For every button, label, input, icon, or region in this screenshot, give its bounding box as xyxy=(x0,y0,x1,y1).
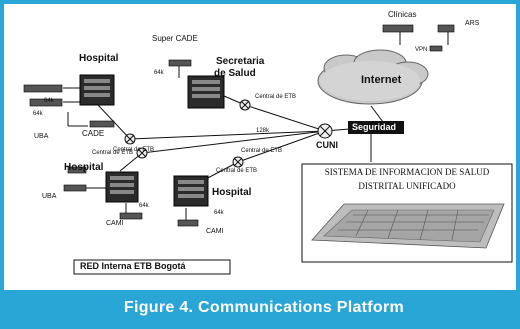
link-central4-hospital xyxy=(203,161,239,181)
node-internet-label: Internet xyxy=(361,74,402,86)
node-hospital-right-label: Hospital xyxy=(212,187,252,198)
router-icons xyxy=(23,24,455,227)
router-ars-icon xyxy=(437,24,455,33)
central-5-label: Central de ETB xyxy=(216,168,258,174)
system-box-title-line1: SISTEMA DE INFORMACION DE SALUD xyxy=(324,167,490,177)
router-hospital-left-icon xyxy=(67,166,87,174)
diagram-canvas: Hospital CADE 64k UBA Super CADE 64k Sec… xyxy=(8,8,520,298)
node-hospital-top-label: Hospital xyxy=(79,53,119,64)
central-3-label: Central de ETB xyxy=(92,150,134,156)
router-cade-icon xyxy=(89,120,115,128)
router-cade-top-icon xyxy=(23,84,63,93)
network-diagram xyxy=(23,24,513,275)
router-cami-left-icon xyxy=(119,212,143,220)
node-de-salud-label: de Salud xyxy=(214,68,256,79)
central-1-label: Central de ETB xyxy=(113,147,155,153)
platform-image-icon xyxy=(311,203,505,249)
caption-bar: Figure 4. Communications Platform xyxy=(4,290,520,325)
node-uba-bottom-label: UBA xyxy=(42,193,57,200)
link-cuni-central3 xyxy=(141,130,326,154)
speed-64k-e-label: 64k xyxy=(44,98,54,104)
node-cami-right-label: CAMI xyxy=(206,228,224,235)
link-cuni-central2 xyxy=(244,104,326,132)
internet-cloud-icon xyxy=(317,49,429,105)
speed-64k-a-label: 64k xyxy=(33,111,43,117)
node-clinicas-label: Clínicas xyxy=(388,10,417,19)
router-uba-top-icon xyxy=(29,98,63,107)
node-cuni-label: CUNI xyxy=(316,140,338,150)
node-uba-top-label: UBA xyxy=(34,133,49,140)
link-cuni-central4 xyxy=(237,130,326,163)
node-super-cade-label: Super CADE xyxy=(152,34,198,43)
network-label-box xyxy=(73,259,231,275)
speed-64k-b-label: 64k xyxy=(154,70,164,76)
switch-icons xyxy=(124,99,333,168)
server-icons xyxy=(79,74,225,207)
node-seguridad-label: Seguridad xyxy=(352,122,397,132)
node-cami-left-label: CAMI xyxy=(106,220,124,227)
node-secretaria-label: Secretaria xyxy=(216,56,265,67)
router-uba-bottom-icon xyxy=(63,184,87,192)
system-box-title-line2: DISTRITAL UNIFICADO xyxy=(358,181,456,191)
speed-128k-label: 128k xyxy=(256,128,270,134)
network-label: RED Interna ETB Bogotá xyxy=(80,261,186,271)
speed-64k-d-label: 64k xyxy=(214,210,224,216)
router-clinicas-icon xyxy=(382,24,414,33)
central-4-label: Central de ETB xyxy=(241,148,283,154)
node-vpn-label: VPN xyxy=(415,47,428,53)
figure-caption: Figure 4. Communications Platform xyxy=(123,298,405,316)
central-2-label: Central de ETB xyxy=(255,94,297,100)
node-hospital-left-label: Hospital xyxy=(64,162,104,173)
link-cuni-central1 xyxy=(129,130,326,140)
seguridad-box xyxy=(348,121,404,134)
node-ars-label: ARS xyxy=(465,20,480,27)
router-cami-right-icon xyxy=(177,219,199,227)
vpn-device-icon xyxy=(429,45,443,52)
speed-64k-c-label: 64k xyxy=(139,203,149,209)
node-cade-label: CADE xyxy=(82,129,105,138)
router-supercade-icon xyxy=(168,59,192,67)
